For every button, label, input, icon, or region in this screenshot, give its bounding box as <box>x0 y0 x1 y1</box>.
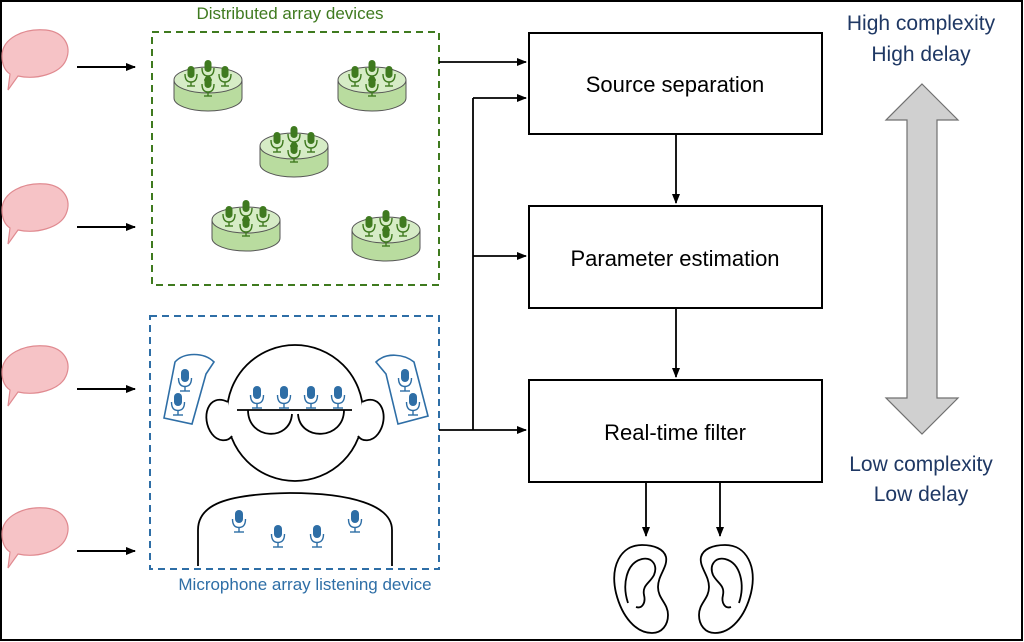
right-output-ear-icon <box>698 544 754 634</box>
low-delay-label: Low delay <box>874 483 969 506</box>
right-head-ear <box>357 399 385 442</box>
high-complexity-label: High complexity <box>847 12 996 35</box>
distributed-device-5 <box>352 210 420 261</box>
torso-outline <box>197 492 393 566</box>
left-head-ear <box>205 399 233 442</box>
parameter-estimation-label: Parameter estimation <box>570 246 779 271</box>
parameter-estimation-block: Parameter estimation <box>528 205 823 309</box>
right-hearing-aid <box>374 354 429 425</box>
real-time-filter-block: Real-time filter <box>528 379 823 483</box>
distributed-device-1 <box>174 60 242 111</box>
listener-figure <box>163 344 429 566</box>
speaker-bubble-1 <box>1 29 69 91</box>
source-separation-block: Source separation <box>528 32 823 135</box>
speaker-bubble-2 <box>1 183 69 245</box>
signal-routing <box>439 58 724 537</box>
left-hearing-aid <box>163 353 216 425</box>
distributed-device-2 <box>338 60 406 111</box>
high-delay-label: High delay <box>871 43 971 66</box>
glasses <box>237 409 352 435</box>
complexity-double-arrow <box>884 83 960 435</box>
real-time-filter-label: Real-time filter <box>604 420 746 445</box>
listening-device-group <box>149 315 440 570</box>
speaker-bubble-4 <box>1 507 69 569</box>
left-output-ear-icon <box>613 544 669 634</box>
listening-device-label: Microphone array listening device <box>178 575 431 594</box>
source-separation-label: Source separation <box>586 72 765 97</box>
low-complexity-label: Low complexity <box>849 453 993 476</box>
distributed-array-label: Distributed array devices <box>196 4 383 23</box>
distributed-array-group <box>151 31 440 286</box>
speaker-bubble-3 <box>1 345 69 407</box>
distributed-device-4 <box>212 200 280 251</box>
distributed-device-3 <box>260 126 328 177</box>
